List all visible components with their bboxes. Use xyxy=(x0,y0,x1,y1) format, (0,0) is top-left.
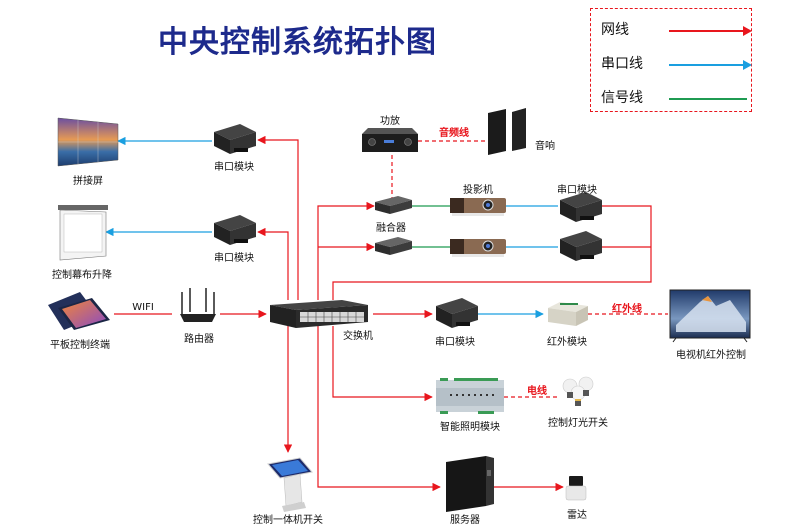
ir-module-icon[interactable] xyxy=(548,302,588,326)
projector-1-icon[interactable] xyxy=(450,198,506,216)
lights-label: 控制灯光开关 xyxy=(548,418,608,429)
speaker-label: 音响 xyxy=(535,141,555,152)
radar-label: 雷达 xyxy=(567,510,587,521)
net-line-proj-serial xyxy=(332,201,652,300)
legend-serial-arrow-icon xyxy=(743,60,752,70)
server-label: 服务器 xyxy=(450,515,480,526)
speaker-icon[interactable] xyxy=(488,108,526,155)
diagram-title: 中央控制系统拓扑图 xyxy=(158,25,437,60)
legend-network-line xyxy=(669,30,747,32)
amplifier-icon[interactable] xyxy=(362,128,418,152)
serial-module-proj-label: 串口模块 xyxy=(557,185,597,196)
serial-module-2-label: 串口模块 xyxy=(214,253,254,264)
splicing-screen-icon[interactable] xyxy=(57,117,119,167)
lighting-module-icon[interactable] xyxy=(436,378,504,414)
serial-module-2-icon[interactable] xyxy=(214,215,256,245)
switch-label: 交换机 xyxy=(343,331,373,342)
legend-network-arrow-icon xyxy=(743,26,752,36)
ir-module-label: 红外模块 xyxy=(547,337,587,348)
audio-line-label: 音频线 xyxy=(439,128,469,139)
light-bulbs-icon[interactable] xyxy=(562,376,594,406)
tv-label: 电视机红外控制 xyxy=(676,350,746,361)
projector-label: 投影机 xyxy=(463,185,493,196)
net-line-fusion1 xyxy=(317,201,375,300)
projector-2-icon[interactable] xyxy=(450,239,506,257)
wifi-label: WIFI xyxy=(132,302,154,313)
serial-module-1-icon[interactable] xyxy=(214,124,256,154)
tablet-label: 平板控制终端 xyxy=(50,340,110,351)
tv-icon[interactable] xyxy=(669,289,751,343)
radar-icon[interactable] xyxy=(565,476,587,501)
fusion-2-icon[interactable] xyxy=(375,237,412,255)
serial-module-proj2-icon[interactable] xyxy=(560,231,602,261)
curtain-label: 控制幕布升降 xyxy=(52,270,112,281)
serial-module-proj1-icon[interactable] xyxy=(560,192,602,222)
power-line-label: 电线 xyxy=(527,386,547,397)
projection-curtain-icon[interactable] xyxy=(58,205,108,261)
fusion-1-icon[interactable] xyxy=(375,196,412,214)
serial-module-1-label: 串口模块 xyxy=(214,162,254,173)
net-line-serial2 xyxy=(257,227,289,300)
legend-signal-label: 信号线 xyxy=(601,90,643,106)
kiosk-icon[interactable] xyxy=(267,457,313,512)
fusion-label: 融合器 xyxy=(376,223,406,234)
tablet-icon[interactable] xyxy=(48,292,110,330)
router-label: 路由器 xyxy=(184,334,214,345)
switch-icon[interactable] xyxy=(270,300,368,328)
lighting-module-label: 智能照明模块 xyxy=(440,422,500,433)
legend: 网线 串口线 信号线 xyxy=(590,8,752,112)
serial-module-ir-icon[interactable] xyxy=(436,298,478,328)
router-icon[interactable] xyxy=(180,288,216,322)
legend-network-label: 网线 xyxy=(601,22,629,38)
amplifier-label: 功放 xyxy=(380,116,400,127)
splicing-screen-label: 拼接屏 xyxy=(73,176,103,187)
net-line-lighting xyxy=(332,326,433,402)
legend-serial-label: 串口线 xyxy=(601,56,643,72)
net-line-serial1 xyxy=(257,135,299,300)
kiosk-label: 控制一体机开关 xyxy=(253,515,323,526)
server-icon[interactable] xyxy=(446,456,494,512)
net-line-server xyxy=(317,326,441,492)
serial-module-ir-label: 串口模块 xyxy=(435,337,475,348)
legend-serial-line xyxy=(669,64,747,66)
ir-line-label: 红外线 xyxy=(612,304,642,315)
legend-signal-line xyxy=(669,98,747,100)
